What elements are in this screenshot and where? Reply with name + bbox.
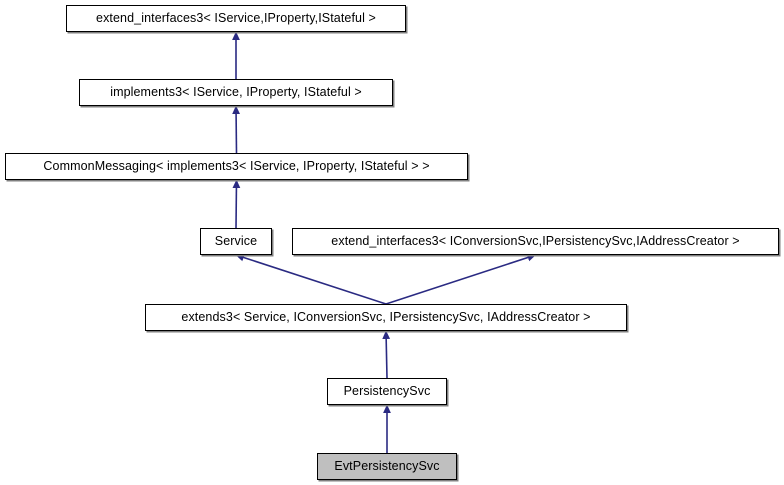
class-node-persistency_svc[interactable]: PersistencySvc xyxy=(327,378,447,405)
class-node-evt_persistency_svc[interactable]: EvtPersistencySvc xyxy=(317,453,457,480)
inheritance-arrow-service-to-common_messaging xyxy=(232,179,241,229)
class-node-extends3_service[interactable]: extends3< Service, IConversionSvc, IPers… xyxy=(145,304,627,331)
class-node-label: extends3< Service, IConversionSvc, IPers… xyxy=(181,310,591,325)
class-node-label: extend_interfaces3< IConversionSvc,IPers… xyxy=(331,234,740,249)
class-node-extend_interfaces3_conversion[interactable]: extend_interfaces3< IConversionSvc,IPers… xyxy=(292,228,779,255)
class-node-label: extend_interfaces3< IService,IProperty,I… xyxy=(96,11,376,26)
class-node-label: EvtPersistencySvc xyxy=(334,459,440,474)
inheritance-arrow-persistency_svc-to-extends3_service xyxy=(382,330,391,379)
class-node-extend_interfaces3_service[interactable]: extend_interfaces3< IService,IProperty,I… xyxy=(66,5,406,32)
class-node-label: PersistencySvc xyxy=(343,384,431,399)
class-node-common_messaging[interactable]: CommonMessaging< implements3< IService, … xyxy=(5,153,468,180)
class-node-label: CommonMessaging< implements3< IService, … xyxy=(43,159,430,174)
inheritance-arrow-extends3_service-to-extend_interfaces3_conversion xyxy=(385,253,536,305)
inheritance-arrow-extends3_service-to-service xyxy=(235,253,387,305)
class-node-label: Service xyxy=(214,234,258,249)
inheritance-arrow-common_messaging-to-implements3_service xyxy=(232,105,240,154)
class-node-implements3_service[interactable]: implements3< IService, IProperty, IState… xyxy=(79,79,393,106)
class-node-service[interactable]: Service xyxy=(200,228,272,255)
class-node-label: implements3< IService, IProperty, IState… xyxy=(110,85,362,100)
